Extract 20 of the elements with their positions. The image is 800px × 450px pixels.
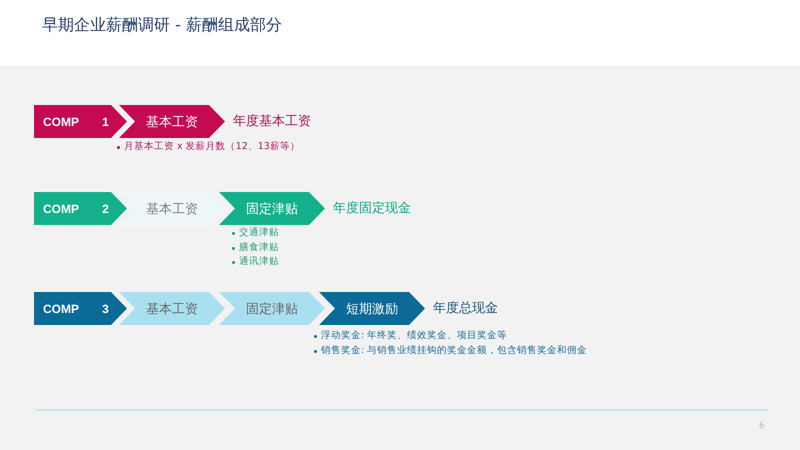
chevron-step: 固定津贴 <box>219 292 325 325</box>
bullet-text: 膳食津贴 <box>239 242 279 254</box>
result-label: 年度基本工资 <box>233 114 311 130</box>
chevron-step: 固定津贴 <box>219 192 325 225</box>
bullet-text: 销售奖金: 与销售业绩挂钩的奖金金额，包含销售奖金和佣金 <box>321 345 588 357</box>
result-label: 年度总现金 <box>433 300 498 316</box>
bullet-text: 月基本工资 x 发薪月数（12、13薪等） <box>124 141 300 153</box>
page-title: 早期企业薪酬调研 - 薪酬组成部分 <box>42 14 282 36</box>
bullet-text: 交通津贴 <box>239 227 279 239</box>
pentagon-step: COMP 2 <box>34 192 127 225</box>
result-label: 年度固定现金 <box>333 200 411 216</box>
pentagon-step: COMP 1 <box>34 105 127 138</box>
bullet-text: 浮动奖金: 年终奖、绩效奖金、项目奖金等 <box>321 330 508 342</box>
bullet-text: 通讯津贴 <box>239 256 279 268</box>
chevron-step: 基本工资 <box>119 192 225 225</box>
pentagon-step: COMP 3 <box>34 292 127 325</box>
page-number: 6 <box>759 421 764 432</box>
chevron-step: 基本工资 <box>119 292 225 325</box>
chevron-step: 基本工资 <box>119 105 225 138</box>
chevron-step: 短期激励 <box>319 292 425 325</box>
